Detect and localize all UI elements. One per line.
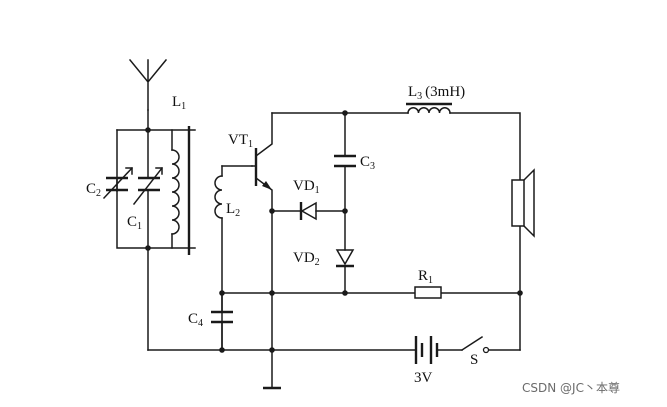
coil-l1	[171, 126, 191, 255]
coil-l3	[406, 102, 452, 114]
resistor-r1	[414, 286, 442, 299]
label-r1: R1	[418, 268, 433, 286]
label-l3: L3(3mH)	[408, 84, 465, 102]
antenna-symbol	[128, 58, 168, 111]
diode-vd2	[335, 249, 355, 268]
label-switch: S	[470, 352, 478, 368]
label-l1: L1	[172, 94, 186, 112]
label-vd2: VD2	[293, 250, 320, 268]
capacitor-c2	[102, 166, 134, 200]
top-rail-wiring	[271, 112, 521, 351]
speaker-symbol	[511, 168, 535, 238]
label-c4: C4	[188, 311, 203, 329]
watermark-text: CSDN @JC丶本尊	[522, 380, 620, 395]
label-c1: C1	[127, 214, 142, 232]
label-c2: C2	[86, 181, 101, 199]
capacitor-c3	[334, 154, 356, 168]
battery-symbol	[414, 336, 439, 364]
capacitor-c1	[132, 166, 164, 206]
label-vd1: VD1	[293, 178, 320, 196]
transistor-vt1	[251, 112, 273, 389]
label-vt1: VT1	[228, 132, 253, 150]
label-l2: L2	[226, 201, 240, 219]
switch-s	[460, 335, 490, 354]
junction-dots	[145, 110, 523, 353]
tuning-network-wiring	[116, 109, 196, 351]
capacitor-c4	[211, 292, 233, 351]
diode-vd1	[271, 201, 346, 221]
label-battery: 3V	[414, 370, 433, 386]
label-c3: C3	[360, 154, 375, 172]
